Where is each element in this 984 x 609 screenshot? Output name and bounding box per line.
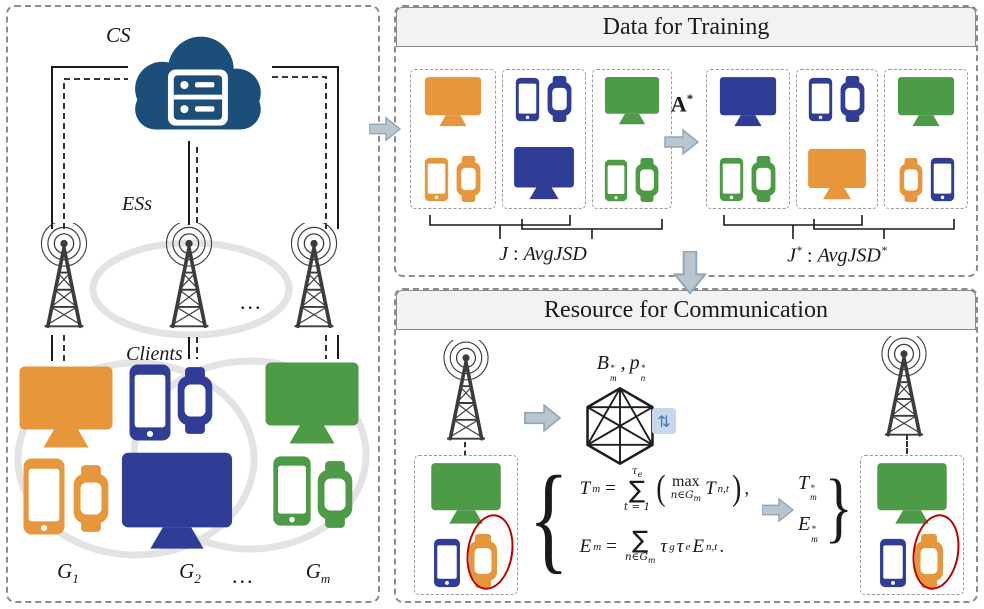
clients-label: Clients xyxy=(126,343,183,365)
monitor-icon xyxy=(807,148,867,202)
watch-icon xyxy=(314,461,356,528)
monitor-icon xyxy=(120,451,234,554)
monitor-icon xyxy=(264,361,360,448)
watch-icon xyxy=(70,465,112,532)
group-label-2: G2 xyxy=(179,559,201,587)
base-station-icon xyxy=(271,223,357,335)
lattice-cube-icon xyxy=(586,387,654,465)
group-label-m: Gm xyxy=(305,559,331,587)
optimal-energy-label: E*m xyxy=(798,513,818,544)
station-client-link xyxy=(906,434,908,454)
grouping-bracket xyxy=(429,215,663,239)
base-station-icon xyxy=(21,223,107,335)
phone-icon xyxy=(719,157,744,202)
phone-icon xyxy=(22,457,66,536)
monitor-icon xyxy=(18,365,114,452)
watch-icon xyxy=(633,158,661,202)
monitor-icon xyxy=(604,76,660,127)
optimization-arrow xyxy=(524,403,562,433)
swap-icon: ⇅ xyxy=(652,408,676,434)
device-group-box xyxy=(502,69,586,209)
watch-icon xyxy=(749,156,778,202)
comm-panel-title: Resource for Communication xyxy=(544,296,828,323)
watch-icon xyxy=(897,158,925,202)
device-group-box xyxy=(592,69,672,209)
device-group-box xyxy=(884,69,968,209)
phone-icon xyxy=(433,538,461,588)
device-group-box xyxy=(706,69,790,209)
base-station-icon xyxy=(424,340,508,445)
base-station-icon xyxy=(146,223,232,335)
phone-icon xyxy=(515,77,540,122)
group-ellipsis: ... xyxy=(232,563,255,588)
resource-for-communication-panel: Resource for Communication B*m,p*n ⇅ { T… xyxy=(394,288,978,603)
group-label-1: G1 xyxy=(57,559,79,587)
monitor-icon xyxy=(513,146,575,202)
phone-icon xyxy=(808,77,833,122)
watch-icon xyxy=(545,76,574,122)
phone-icon xyxy=(604,159,628,202)
tower-ellipsis: ... xyxy=(240,289,263,314)
optimal-latency-label: T*m xyxy=(798,471,817,503)
client-group-box xyxy=(414,455,519,595)
cloud-server-icon xyxy=(135,36,261,130)
jsd-star-metric-label: J*:AvgJSD* xyxy=(787,243,887,267)
training-panel-header: Data for Training xyxy=(396,7,976,47)
monitor-icon xyxy=(897,76,955,129)
assignment-matrix-label: A* xyxy=(670,91,694,117)
grouping-bracket xyxy=(723,215,955,239)
phone-icon xyxy=(930,157,955,202)
station-client-link xyxy=(464,442,466,456)
phone-icon xyxy=(272,455,312,527)
phone-icon xyxy=(128,363,172,442)
cloud-server-label: CS xyxy=(106,23,131,47)
watch-icon xyxy=(174,367,216,434)
result-arrow xyxy=(762,497,794,523)
device-group-box xyxy=(796,69,878,209)
training-panel-title: Data for Training xyxy=(602,13,770,40)
network-links-layer xyxy=(14,66,370,559)
watch-icon xyxy=(454,156,483,202)
base-station-icon xyxy=(862,336,946,441)
phone-icon xyxy=(424,157,449,202)
training-to-comm-arrow xyxy=(672,251,708,295)
formula-open-brace: { xyxy=(528,451,569,584)
comm-panel-header: Resource for Communication xyxy=(396,290,976,330)
backhaul-links-solid xyxy=(51,66,339,361)
backhaul-links-dashed xyxy=(63,76,327,361)
device-group-box xyxy=(410,69,496,209)
outputs-close-brace: } xyxy=(824,463,853,550)
edge-network-panel: CS ESs ... Clients G1 G2 ... Gm xyxy=(6,5,380,603)
background-swirl xyxy=(14,359,258,559)
edge-servers-label: ESs xyxy=(122,193,152,215)
transform-arrow xyxy=(664,128,700,156)
left-to-training-arrow xyxy=(369,116,401,142)
jsd-metric-label: J:AvgJSD xyxy=(499,243,587,265)
client-group-box xyxy=(860,455,965,595)
monitor-icon xyxy=(719,76,777,129)
phone-icon xyxy=(879,538,907,588)
monitor-icon xyxy=(424,76,482,129)
bandwidth-power-label: B*m,p*n xyxy=(596,352,646,383)
optimal-outputs: T*m E*m } xyxy=(798,468,857,546)
watch-icon xyxy=(838,76,867,122)
data-for-training-panel: Data for Training A* xyxy=(394,5,978,277)
